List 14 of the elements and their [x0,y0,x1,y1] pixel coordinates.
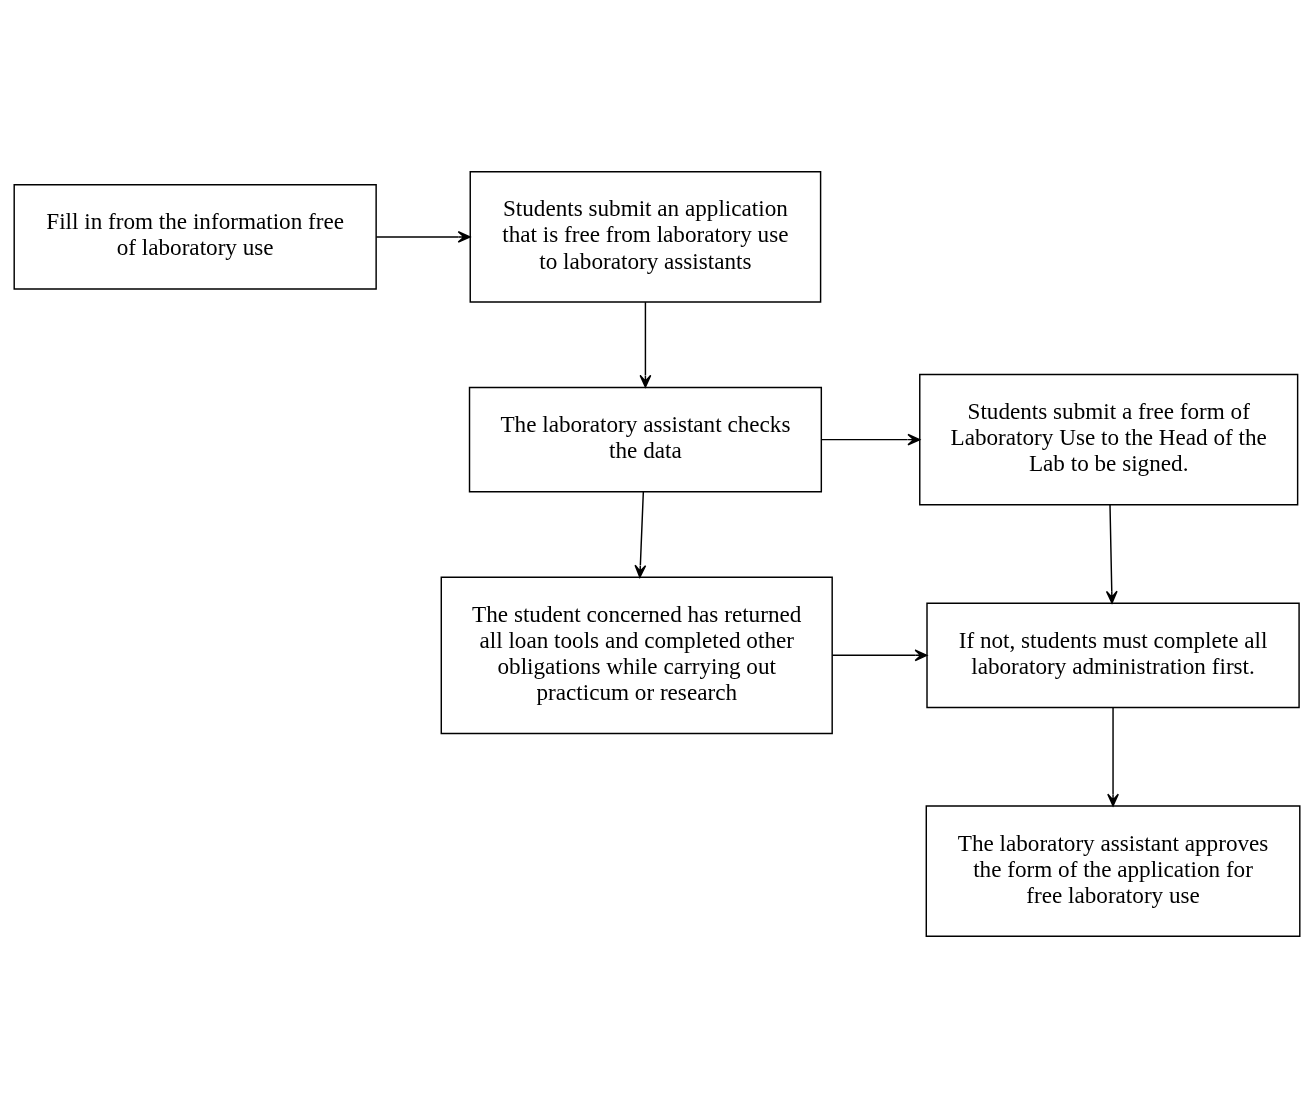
node-box: Students submit an application that is free from laboratory use to laboratory assistants [469,171,822,303]
arrow [1105,504,1118,604]
arrow [634,491,647,578]
arrow [831,649,928,662]
arrow [639,301,652,388]
arrow [1107,707,1119,807]
node-box: Fill in from the information free of laboratory use [13,184,377,290]
node-box: If not, students must complete all laboratory administration first. [926,602,1300,709]
arrow [375,231,471,243]
node-box: The laboratory assistant checks the data [468,386,823,493]
arrow [820,433,921,446]
node-box: The laboratory assistant approves the form of the application for free laboratory use [925,805,1301,937]
node-box: The student concerned has returned all loan tools and completed other obligations while carrying out practicum or research [440,576,833,735]
node-box: Students submit a free form of Laboratory Use to the Head of the Lab to be signed. [919,373,1299,506]
